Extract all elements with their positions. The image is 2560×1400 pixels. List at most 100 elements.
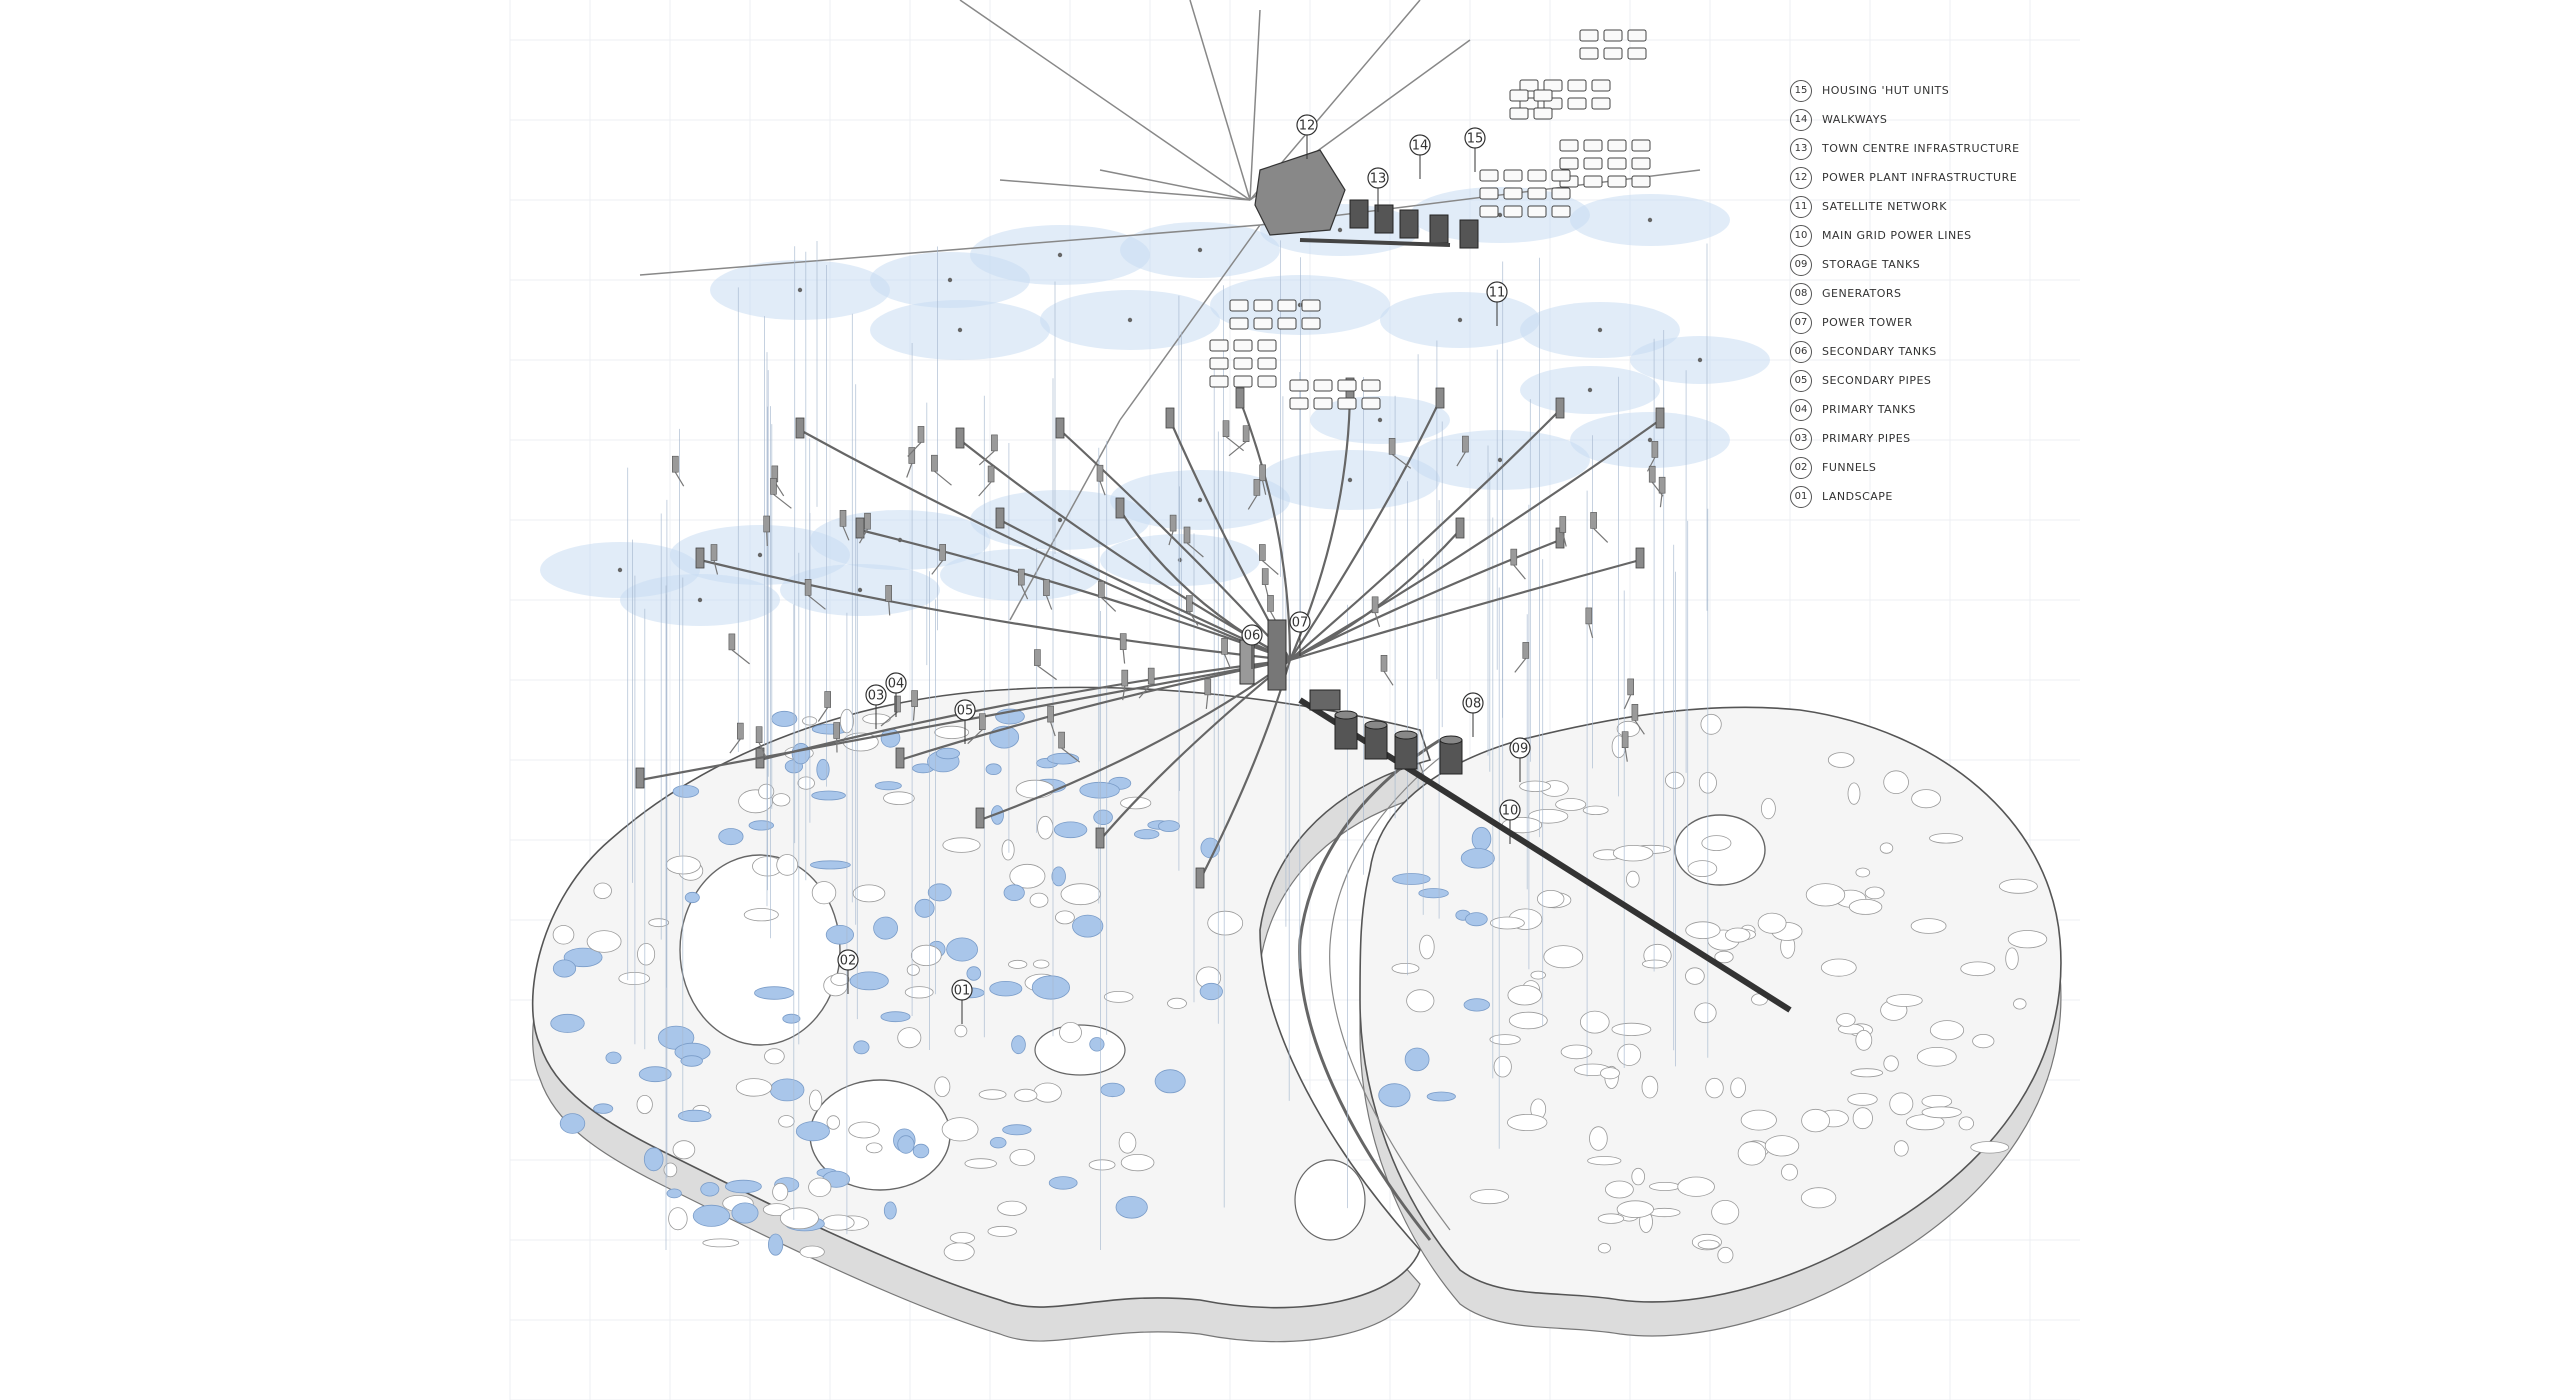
landscape-pool [772,793,791,807]
secondary-tank [1253,479,1261,496]
primary-pipe [1289,399,1441,661]
housing-hut-unit [1209,339,1229,352]
landscape-pool [1929,1020,1965,1041]
landscape-pool [1597,1213,1625,1224]
landscape-pool [811,790,846,801]
callout-circle [1464,127,1486,149]
landscape-pool [853,1040,870,1055]
callout-number: 13 [1370,172,1387,187]
landscape-pool [1463,998,1491,1012]
primary-tank [1435,387,1445,409]
primary-pipe [1099,659,1291,841]
housing-hut-unit [1583,157,1603,170]
landscape-pool [1855,1029,1873,1051]
landscape-pool [1761,797,1776,820]
secondary-pipe [978,481,992,497]
secondary-pipe [931,560,944,575]
network-line [1189,0,1251,201]
secondary-pipe [807,594,826,610]
secondary-pipe [888,601,891,616]
primary-pipe [1119,509,1291,661]
landscape-pool [1118,1132,1137,1154]
town-centre-unit [1374,204,1394,234]
callout-circle [1509,737,1531,759]
landscape-pool [1883,1055,1899,1072]
landscape-pool [1011,1035,1026,1055]
primary-pipe [1289,558,1641,662]
legend-number: 09 [1790,253,1812,276]
secondary-tank [1204,678,1212,696]
landscape-pool [797,776,815,790]
landscape-pool [1490,916,1525,930]
housing-hut-unit [1229,299,1249,312]
housing-hut-unit [1233,339,1253,352]
landscape-pool [665,855,701,875]
landscape-pool [735,1078,773,1097]
housing-hut-unit [1289,379,1309,392]
legend-label: PRIMARY TANKS [1822,403,1917,416]
landscape-pool [1705,1077,1724,1099]
landscape-pool [808,1177,832,1198]
landscape-pool [852,884,886,903]
secondary-pipe [1391,453,1412,469]
landscape-pool [897,1135,915,1154]
secondary-pipe [1186,542,1204,558]
housing-hut-unit [1627,47,1647,60]
landscape-pool [1685,967,1705,985]
housing-hut-unit [1627,29,1647,42]
legend-number: 02 [1790,456,1812,479]
housing-hut-unit [1551,205,1571,218]
landscape-pool [1426,1091,1456,1102]
housing-hut-unit [1313,379,1333,392]
housing-hut-unit [1591,79,1611,92]
storage-tank [1439,739,1463,775]
secondary-pipe [906,463,913,478]
secondary-pipe [1020,584,1029,600]
housing-hut-unit [1361,397,1381,410]
housing-hut-unit [1313,397,1333,410]
secondary-pipe [1514,658,1527,673]
housing-hut-unit [1509,89,1529,102]
landscape-pool [680,1055,703,1067]
secondary-tank [1017,568,1025,586]
landscape-pool [731,1202,759,1224]
network-line [1009,419,1121,621]
housing-hut-unit [1257,357,1277,370]
landscape-pool [1929,833,1964,844]
primary-pipe [1238,399,1292,661]
housing-hut-unit [1551,169,1571,182]
landscape-pool [848,1121,880,1139]
secondary-tank [1121,669,1129,687]
primary-tank [695,547,705,569]
satellite-node [1497,212,1503,218]
housing-hut-unit [1277,299,1297,312]
landscape-pool [1960,961,1996,977]
secondary-pipe [758,742,767,757]
landscape-pool [1015,779,1055,799]
housing-hut-unit [1583,139,1603,152]
secondary-pipe [1099,480,1106,496]
landscape-pool [1536,890,1565,908]
landscape-pool [830,972,850,986]
callout-number: 07 [1292,616,1309,631]
landscape-pool [1677,1176,1715,1197]
landscape-pool [677,1109,712,1123]
legend-number: 12 [1790,166,1812,189]
secondary-tank [1183,526,1191,544]
landscape-pool [897,1027,922,1049]
landscape-pool [748,820,775,831]
primary-tank [1165,407,1175,429]
secondary-tank [1462,435,1469,453]
landscape-pool [1199,982,1223,1001]
storage-tank-top [1364,720,1388,730]
secondary-tank [1169,514,1177,532]
callout-circle [837,949,859,971]
legend-label: LANDSCAPE [1822,490,1893,503]
primary-pipe [699,558,1291,662]
power-tower [1267,619,1287,691]
landscape-pool [873,916,898,940]
landscape-pool [1847,1093,1878,1106]
secondary-pipe [1513,564,1526,580]
